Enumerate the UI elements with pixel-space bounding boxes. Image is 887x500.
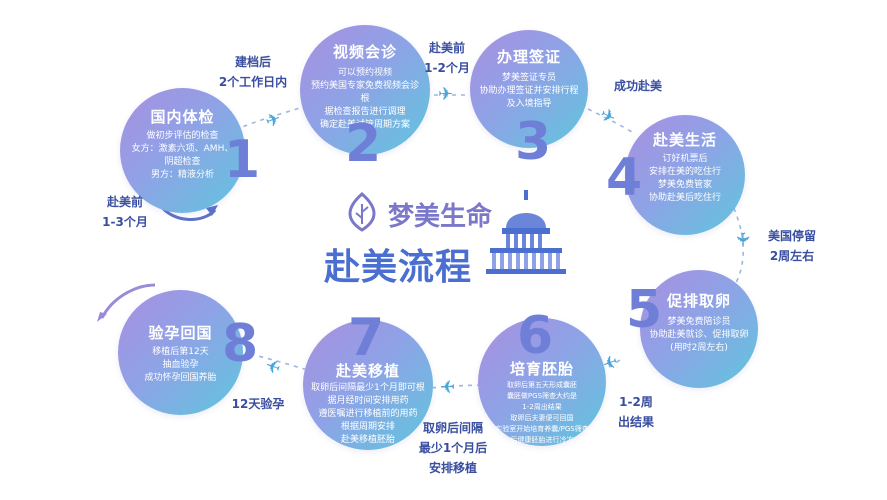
step-line: 据月经时间安排用药: [327, 396, 409, 406]
airplane-icon: ✈: [440, 375, 456, 396]
step-7-circle: 赴美移植 取卵后间隔最少1个月即可根 据月经时间安排用药 遵医嘱进行移植前的用药…: [303, 320, 433, 450]
connector-line: 安排移植: [428, 461, 477, 475]
step-title: 培育胚胎: [509, 360, 574, 378]
step-title: 赴美移植: [335, 362, 400, 380]
step-line: 协助办理签证并安排行程: [479, 86, 579, 96]
step-line: 移植后第12天: [152, 347, 209, 357]
connector-line: 1-3个月: [102, 215, 148, 229]
step-line: 阴超检查: [164, 157, 201, 167]
step-description: 梦美签证专员 协助办理签证并安排行程 及入境指导: [477, 72, 581, 111]
step-line: 根据周期安排: [340, 422, 395, 432]
step-line: 协助赴美就诊、促排取卵: [649, 330, 749, 340]
connector-line: 1-2周: [619, 395, 653, 409]
step-3-circle: 办理签证 梦美签证专员 协助办理签证并安排行程 及入境指导: [470, 30, 588, 148]
step-3-number: 3: [515, 112, 552, 172]
step-line: 后健康胚胎进行冷冻: [510, 436, 574, 444]
step-6-circle: 培育胚胎 取卵后第五天形成囊胚 囊胚做PGS筛查大约是 1-2周出结果 取卵后夫…: [478, 318, 606, 446]
step-line: 赴美移植胚胎: [340, 435, 395, 445]
step-2-circle: 视频会诊 可以预约视频 预约美国专家免费视频会诊根 据检查报告进行调理 确定赴美…: [300, 25, 430, 155]
step-description: 移植后第12天 抽血验孕 成功怀孕回国养胎: [126, 346, 236, 385]
step-line: 成功怀孕回国养胎: [144, 373, 217, 383]
step-4-circle: 赴美生活 订好机票后 安排在美的吃住行 梦美免费管家 协助赴美后吃住行: [625, 115, 745, 235]
brand-name: 梦美生命: [388, 202, 493, 232]
capitol-building-icon: [486, 190, 566, 274]
connector-label: 12天验孕: [218, 394, 298, 414]
step-6-number: 6: [517, 306, 554, 366]
step-line: 做初步评估的检查: [146, 131, 219, 141]
connector-line: 12天验孕: [231, 397, 285, 411]
step-title: 视频会诊: [332, 43, 397, 61]
step-line: 1-2周出结果: [522, 403, 562, 411]
step-description: 取卵后间隔最少1个月即可根 据月经时间安排用药 遵医嘱进行移植前的用药 根据周期…: [311, 382, 425, 447]
connector-line: 美国停留: [767, 229, 816, 243]
step-2-number: 2: [345, 114, 382, 174]
step-7-number: 7: [348, 308, 385, 368]
step-8-number: 8: [222, 314, 259, 374]
connector-line: 2周左右: [769, 249, 815, 263]
step-line: 抽血验孕: [162, 360, 199, 370]
step-title: 赴美生活: [652, 131, 717, 149]
step-line: 囊胚做PGS筛查大约是: [506, 392, 578, 400]
brand-logo: 梦美生命 赴美流程: [324, 190, 550, 288]
step-line: 可以预约视频: [337, 68, 392, 78]
connector-label: 成功赴美: [598, 76, 678, 96]
step-description: 订好机票后 安排在美的吃住行 梦美免费管家 协助赴美后吃住行: [632, 153, 738, 205]
airplane-icon: ✈: [438, 84, 454, 105]
step-line: 取卵后夫妻便可回国: [510, 414, 574, 422]
step-line: 取卵后第五天形成囊胚: [506, 381, 577, 389]
airplane-icon: ✈: [731, 231, 753, 247]
brand-subtitle: 赴美流程: [324, 247, 473, 288]
connector-label: 美国停留 2周左右: [752, 226, 832, 266]
step-description: 取卵后第五天形成囊胚 囊胚做PGS筛查大约是 1-2周出结果 取卵后夫妻便可回国…: [486, 380, 599, 446]
step-description: 做初步评估的检查 女方：激素六项、AMH、 阴超检查 男方：精液分析: [128, 130, 238, 182]
step-line: 梦美免费管家: [657, 180, 712, 190]
step-line: 订好机票后: [662, 154, 708, 164]
step-line: 遵医嘱进行移植前的用药: [318, 409, 418, 419]
connector-line: 2个工作日内: [218, 75, 288, 89]
connector-line: 取卵后间隔: [422, 421, 483, 435]
connector-label: 赴美前 1-3个月: [90, 192, 160, 232]
step-line: 梦美免费陪诊员: [667, 317, 731, 327]
step-8-circle: 验孕回国 移植后第12天 抽血验孕 成功怀孕回国养胎: [118, 290, 243, 415]
step-description: 可以预约视频 预约美国专家免费视频会诊根 据检查报告进行调理 确定赴美试管周期方…: [308, 67, 422, 132]
step-title: 国内体检: [150, 108, 215, 126]
connector-label: 建档后 2个工作日内: [208, 52, 298, 92]
step-4-number: 4: [606, 148, 643, 208]
step-line: 安排在美的吃住行: [648, 167, 721, 177]
step-line: (用时2周左右): [670, 343, 728, 353]
step-line: 男方：精液分析: [150, 170, 214, 180]
step-line: 及入境指导: [506, 99, 552, 109]
connector-line: 赴美前: [428, 41, 465, 55]
connector-line: 成功赴美: [613, 79, 662, 93]
curved-arrow-icon: [100, 283, 156, 319]
connector-label: 1-2周 出结果: [606, 392, 666, 432]
step-title: 办理签证: [496, 48, 561, 66]
step-title: 验孕回国: [148, 324, 213, 342]
connector-line: 出结果: [617, 415, 654, 429]
step-line: 预约美国专家免费视频会诊根: [310, 81, 419, 104]
step-5-number: 5: [626, 280, 663, 340]
step-line: 梦美签证专员: [501, 73, 556, 83]
step-5-circle: 促排取卵 梦美免费陪诊员 协助赴美就诊、促排取卵 (用时2周左右): [640, 270, 758, 388]
step-line: 取卵后间隔最少1个月即可根: [311, 383, 425, 393]
step-description: 梦美免费陪诊员 协助赴美就诊、促排取卵 (用时2周左右): [647, 316, 751, 355]
connector-line: 1-2个月: [424, 61, 470, 75]
step-line: 确定赴美试管周期方案: [319, 120, 410, 130]
connector-line: 最少1个月后: [418, 441, 488, 455]
step-line: 协助赴美后吃住行: [648, 193, 721, 203]
step-line: 据检查报告进行调理: [324, 107, 406, 117]
step-title: 促排取卵: [666, 292, 731, 310]
leaf-icon: [348, 192, 376, 232]
step-1-number: 1: [224, 130, 261, 190]
connector-line: 赴美前: [106, 195, 143, 209]
step-line: 女方：激素六项、AMH、: [131, 144, 234, 154]
connector-label: 赴美前 1-2个月: [412, 38, 482, 78]
connector-line: 建档后: [234, 55, 271, 69]
connector-label: 取卵后间隔 最少1个月后 安排移植: [408, 418, 498, 478]
step-1-circle: 国内体检 做初步评估的检查 女方：激素六项、AMH、 阴超检查 男方：精液分析: [120, 88, 245, 213]
step-line: 实验室开始培育养囊/PGS筛查: [495, 425, 589, 433]
